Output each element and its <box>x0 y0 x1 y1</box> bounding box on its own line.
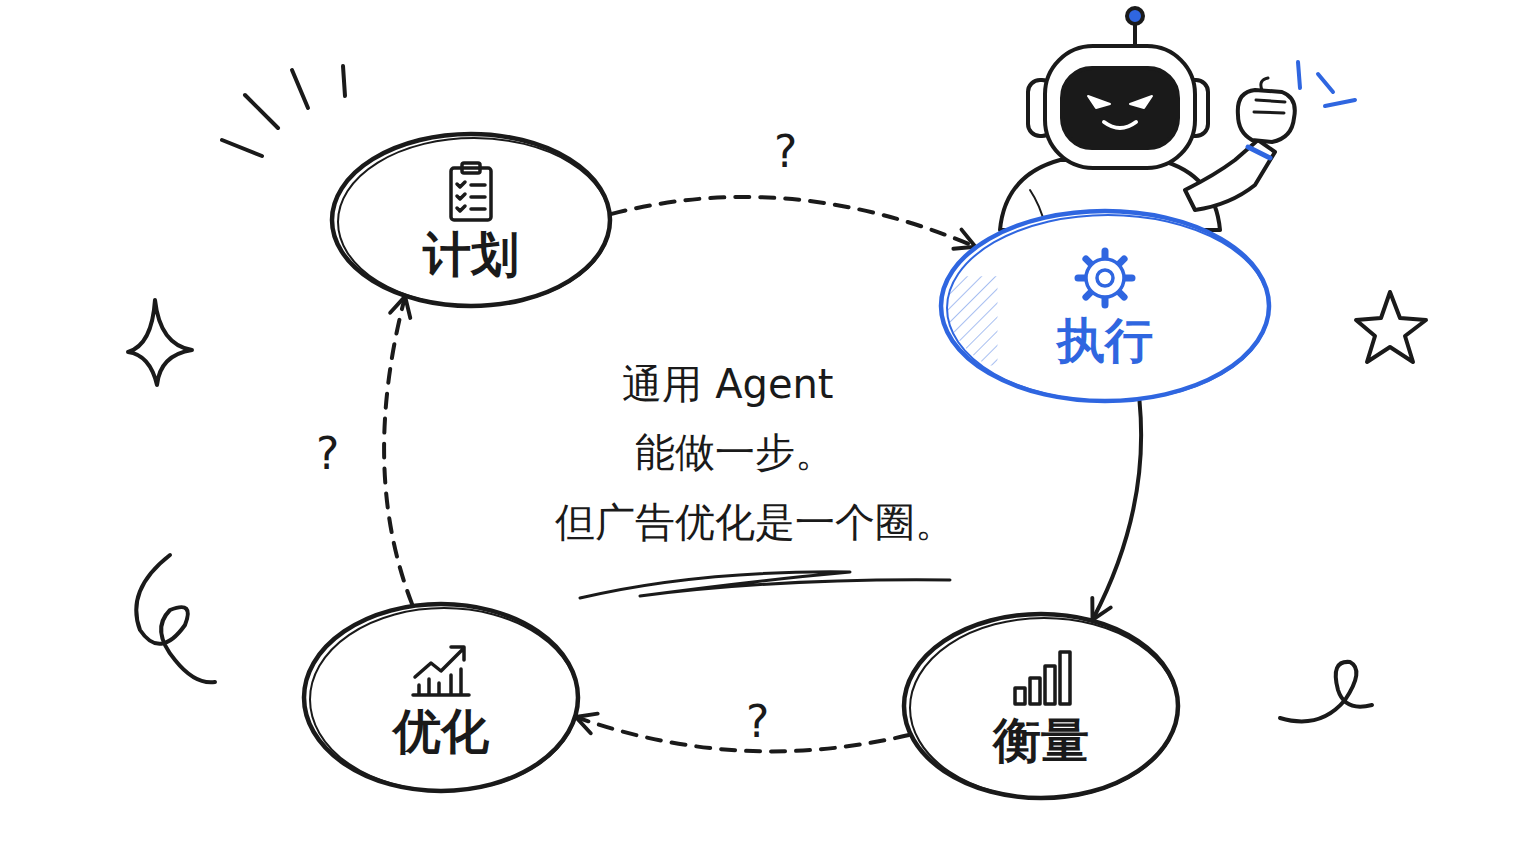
bars-icon <box>1009 646 1073 710</box>
edge-label: ? <box>770 130 801 174</box>
node-label: 衡量 <box>993 714 1089 767</box>
ellipse-outline <box>300 600 582 795</box>
swirl <box>1280 662 1372 722</box>
node-label: 执行 <box>1057 314 1153 367</box>
sparkle-line <box>343 66 345 96</box>
underline-scribble <box>580 572 950 598</box>
clipboard-icon <box>439 160 503 224</box>
node-label: 优化 <box>393 705 489 758</box>
center-note: 通用 Agent <box>622 362 833 406</box>
edge-label: ? <box>742 700 773 744</box>
dashed-arrow <box>384 298 412 604</box>
sparkle-line <box>292 70 308 108</box>
center-note: 能做一步。 <box>635 430 835 474</box>
measure-ellipse: 衡量 <box>900 610 1182 802</box>
ellipse-outline <box>900 610 1182 802</box>
motion-lines <box>1298 62 1355 106</box>
dashed-arrow <box>612 197 975 246</box>
sparkle-line <box>245 95 278 128</box>
star <box>128 300 192 385</box>
gear-icon <box>1073 246 1137 310</box>
sparkle-line <box>222 140 262 156</box>
center-note: 但广告优化是一个圈。 <box>555 500 955 544</box>
plan-ellipse: 计划 <box>328 130 614 310</box>
swirl <box>136 555 215 682</box>
node-label: 计划 <box>423 228 519 281</box>
optimize-ellipse: 优化 <box>300 600 582 795</box>
execute-ellipse: 执行 <box>937 207 1273 405</box>
edge-label: ? <box>312 432 343 476</box>
solid-arrow <box>1093 401 1141 619</box>
star <box>1356 292 1426 362</box>
robot-illustration <box>1000 8 1295 230</box>
chart-icon <box>409 637 473 701</box>
